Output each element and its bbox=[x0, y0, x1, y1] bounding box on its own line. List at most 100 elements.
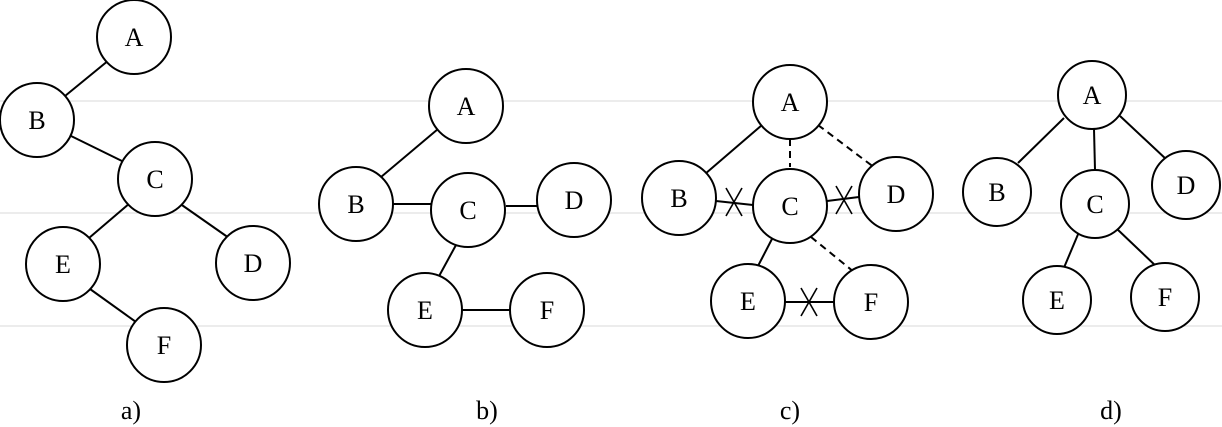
cut-mark-E-F bbox=[800, 287, 818, 317]
node-label: F bbox=[864, 288, 878, 317]
node-circle bbox=[428, 68, 504, 144]
edge-C-E bbox=[437, 244, 457, 279]
node-circle bbox=[710, 263, 786, 339]
node-F: F bbox=[1130, 262, 1200, 332]
node-circle bbox=[25, 226, 101, 302]
edge-C-F bbox=[810, 236, 855, 273]
node-circle bbox=[1130, 262, 1200, 332]
node-circle bbox=[117, 141, 193, 217]
node-circle bbox=[387, 272, 463, 348]
node-label: B bbox=[28, 106, 45, 135]
edge-E-F bbox=[89, 288, 137, 323]
node-A: A bbox=[428, 68, 504, 144]
node-label: A bbox=[457, 92, 476, 121]
panel-caption: c) bbox=[780, 396, 800, 425]
node-circle bbox=[0, 82, 75, 158]
node-label: E bbox=[1049, 286, 1065, 315]
node-A: A bbox=[752, 64, 828, 140]
node-label: B bbox=[347, 190, 364, 219]
node-E: E bbox=[1022, 265, 1092, 335]
node-label: E bbox=[55, 250, 71, 279]
node-circle bbox=[536, 162, 612, 238]
edge-C-E bbox=[1062, 231, 1080, 271]
cut-stroke bbox=[835, 185, 853, 215]
node-E: E bbox=[387, 272, 463, 348]
edges-c bbox=[704, 124, 876, 317]
node-A: A bbox=[1057, 60, 1127, 130]
panel-c: A B C D E F c) bbox=[641, 64, 934, 425]
panel-caption: a) bbox=[121, 396, 141, 425]
node-F: F bbox=[509, 272, 585, 348]
node-label: B bbox=[670, 184, 687, 213]
node-B: B bbox=[0, 82, 75, 158]
panel-d: A B C D E F d) bbox=[962, 60, 1221, 425]
cut-stroke bbox=[800, 287, 818, 317]
cut-mark-B-C bbox=[725, 187, 743, 217]
edge-C-F bbox=[1115, 227, 1159, 269]
node-label: C bbox=[1086, 190, 1103, 219]
node-circle bbox=[962, 157, 1032, 227]
node-label: F bbox=[1158, 283, 1172, 312]
node-circle bbox=[430, 172, 506, 248]
node-circle bbox=[1057, 60, 1127, 130]
node-D: D bbox=[1151, 150, 1221, 220]
node-label: C bbox=[459, 196, 476, 225]
node-label: E bbox=[740, 287, 756, 316]
node-circle bbox=[1022, 265, 1092, 335]
node-label: C bbox=[781, 192, 798, 221]
node-label: F bbox=[157, 331, 171, 360]
node-label: C bbox=[146, 165, 163, 194]
node-E: E bbox=[25, 226, 101, 302]
node-D: D bbox=[858, 156, 934, 232]
node-E: E bbox=[710, 263, 786, 339]
node-C: C bbox=[430, 172, 506, 248]
edges-a bbox=[64, 59, 230, 323]
edge-A-D bbox=[1119, 115, 1168, 161]
node-label: D bbox=[565, 186, 584, 215]
node-D: D bbox=[536, 162, 612, 238]
edges-b bbox=[380, 128, 537, 311]
node-label: F bbox=[540, 296, 554, 325]
edge-A-B bbox=[380, 128, 439, 178]
node-circle bbox=[641, 160, 717, 236]
cut-stroke bbox=[725, 187, 743, 217]
edge-A-C bbox=[1093, 128, 1096, 171]
node-label: E bbox=[417, 296, 433, 325]
node-circle bbox=[318, 166, 394, 242]
node-circle bbox=[858, 156, 934, 232]
node-C: C bbox=[1060, 169, 1130, 239]
node-circle bbox=[752, 168, 828, 244]
edge-A-B bbox=[64, 59, 110, 97]
node-label: D bbox=[244, 249, 263, 278]
edge-C-E bbox=[757, 236, 774, 267]
node-circle bbox=[1060, 169, 1130, 239]
edge-A-D bbox=[817, 124, 876, 169]
panel-caption: b) bbox=[476, 396, 498, 425]
edges-d bbox=[1017, 115, 1168, 271]
node-F: F bbox=[126, 307, 202, 383]
node-circle bbox=[126, 307, 202, 383]
node-circle bbox=[1151, 150, 1221, 220]
node-circle bbox=[96, 0, 172, 75]
node-label: A bbox=[1083, 81, 1102, 110]
node-label: D bbox=[1177, 171, 1196, 200]
edge-C-D bbox=[178, 202, 230, 239]
node-label: A bbox=[125, 23, 144, 52]
node-C: C bbox=[752, 168, 828, 244]
node-circle bbox=[215, 225, 291, 301]
node-D: D bbox=[215, 225, 291, 301]
node-C: C bbox=[117, 141, 193, 217]
edge-A-B bbox=[1017, 117, 1065, 164]
edge-B-C bbox=[68, 134, 125, 163]
node-B: B bbox=[641, 160, 717, 236]
node-label: A bbox=[781, 88, 800, 117]
node-B: B bbox=[962, 157, 1032, 227]
panel-a: A B C E D F a) bbox=[0, 0, 291, 425]
node-label: D bbox=[887, 180, 906, 209]
node-A: A bbox=[96, 0, 172, 75]
node-label: B bbox=[988, 178, 1005, 207]
edge-C-E bbox=[88, 202, 131, 239]
cut-mark-C-D bbox=[835, 185, 853, 215]
panel-b: A B C D E F b) bbox=[318, 68, 612, 425]
